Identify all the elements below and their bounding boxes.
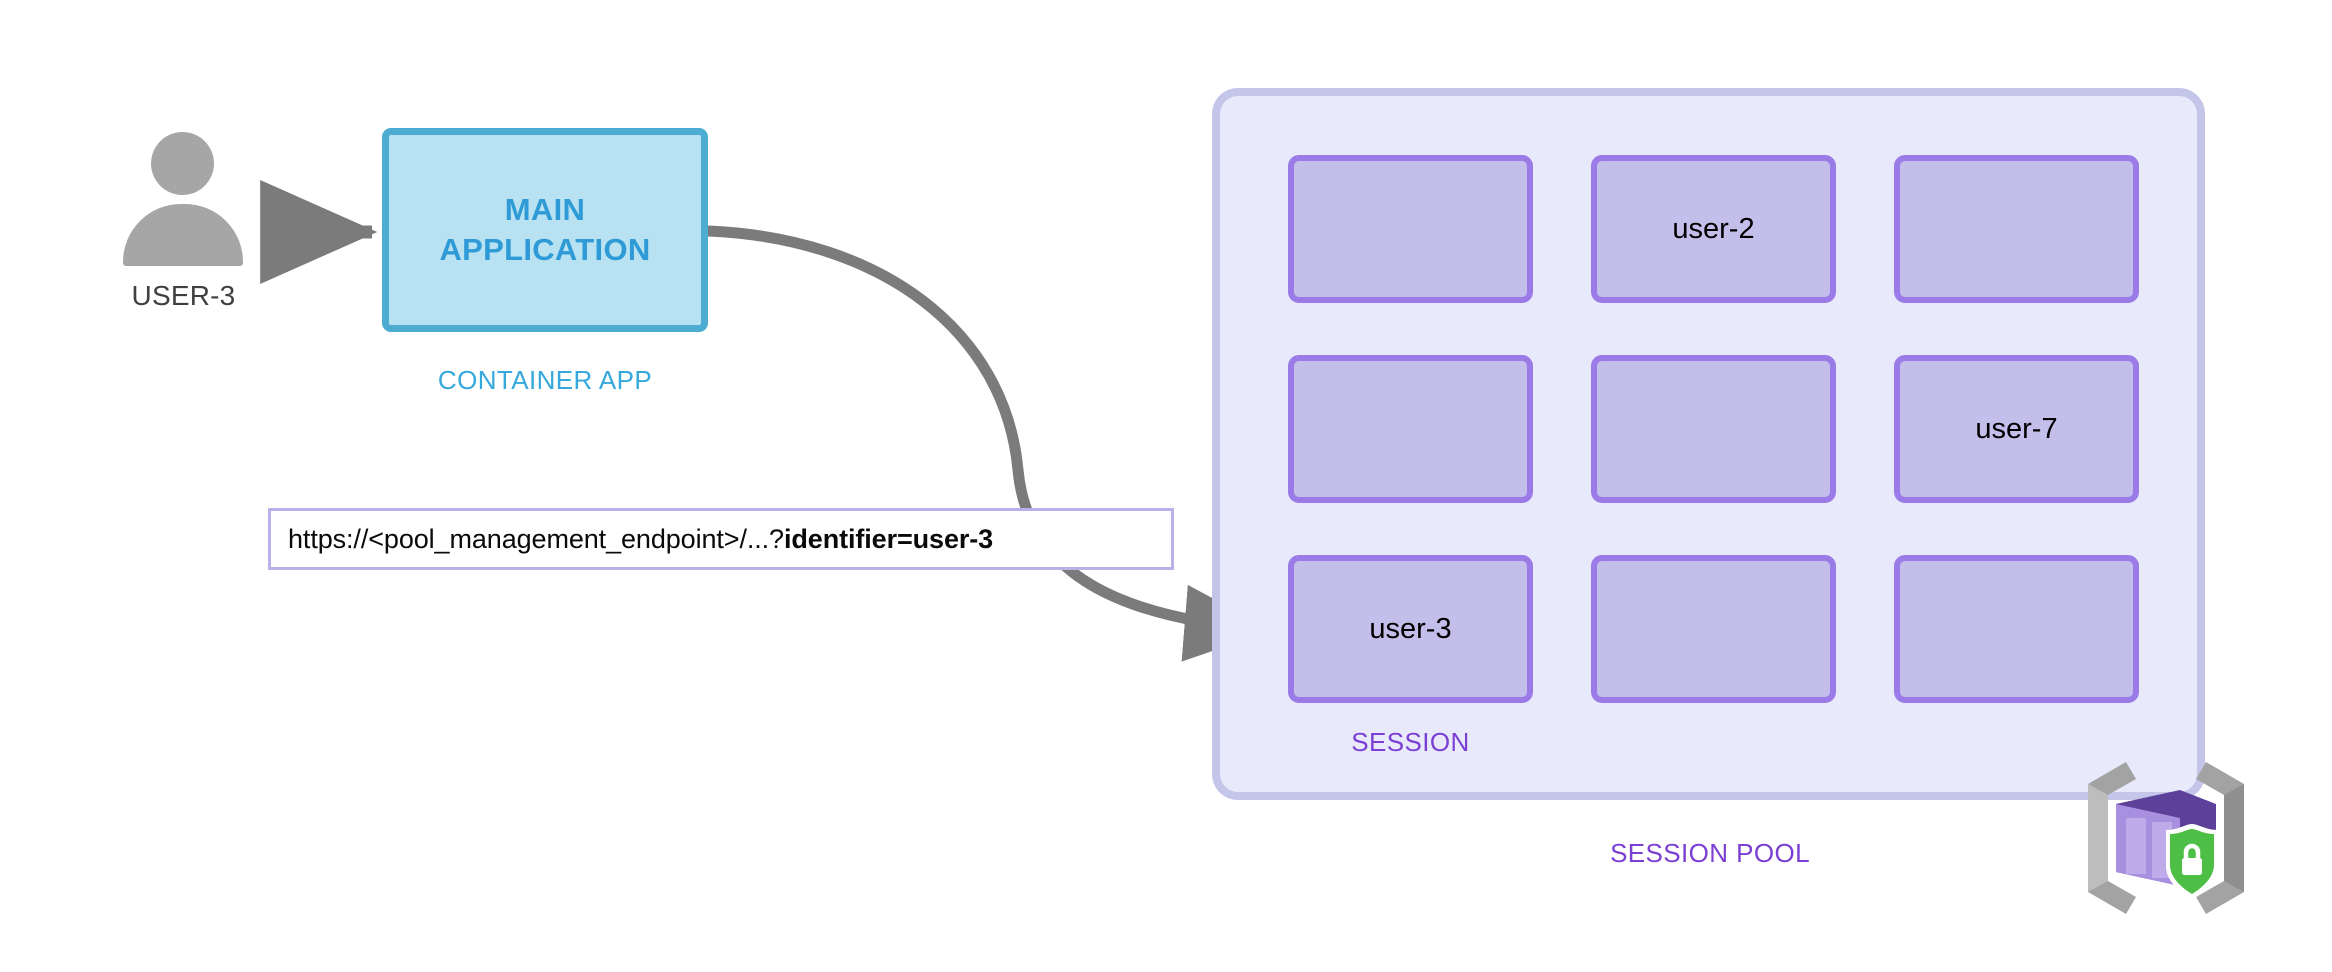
bracket-left-icon	[2088, 762, 2136, 914]
session-pool-caption: SESSION POOL	[1610, 838, 1810, 868]
url-prefix: https://<pool_management_endpoint>/...?	[288, 523, 784, 554]
session-box-label: user-7	[1975, 412, 2058, 445]
session-box-label: user-3	[1369, 612, 1452, 645]
user-icon-head	[151, 132, 214, 195]
main-application-node[interactable]: MAIN APPLICATION	[382, 128, 708, 332]
url-callout-text: https://<pool_management_endpoint>/...?i…	[288, 524, 993, 555]
session-grid: user-2 user-7 user-3	[1288, 155, 2139, 703]
session-box-empty[interactable]	[1894, 555, 2139, 703]
session-box-user-3[interactable]: user-3	[1288, 555, 1533, 703]
session-box-empty[interactable]	[1591, 355, 1836, 503]
user-icon	[118, 132, 248, 267]
azure-container-apps-dynamic-sessions-icon	[2088, 762, 2244, 914]
session-box-empty[interactable]	[1288, 355, 1533, 503]
user-actor: USER-3	[118, 132, 248, 332]
url-callout: https://<pool_management_endpoint>/...?i…	[268, 508, 1174, 570]
session-caption: SESSION	[1351, 727, 1470, 757]
shield-lock-icon	[2166, 824, 2218, 900]
bracket-right-icon	[2196, 762, 2244, 914]
session-box-empty[interactable]	[1591, 555, 1836, 703]
session-box-empty[interactable]	[1288, 155, 1533, 303]
container-app-caption: CONTAINER APP	[437, 365, 653, 395]
url-query: identifier=user-3	[783, 523, 994, 554]
session-box-empty[interactable]	[1894, 155, 2139, 303]
session-box-label: user-2	[1672, 212, 1755, 245]
user-icon-body	[123, 204, 243, 266]
user-label: USER-3	[131, 280, 236, 311]
main-application-label: MAIN APPLICATION	[439, 192, 651, 267]
session-box-user-7[interactable]: user-7	[1894, 355, 2139, 503]
session-box-user-2[interactable]: user-2	[1591, 155, 1836, 303]
